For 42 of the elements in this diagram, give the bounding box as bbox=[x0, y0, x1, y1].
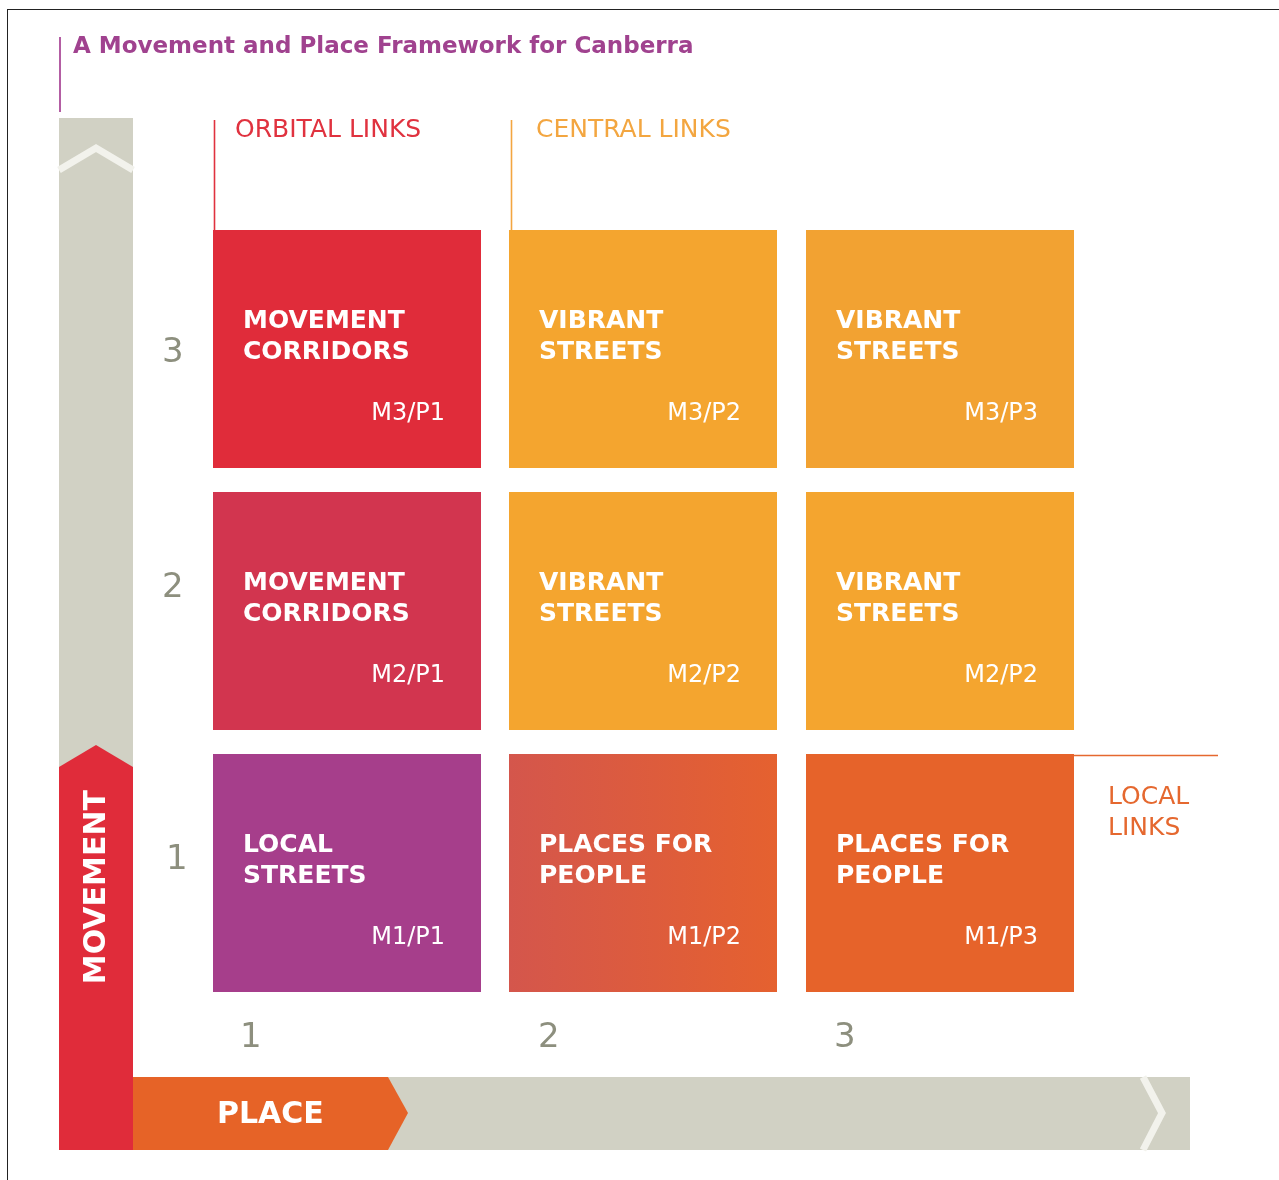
leader-line bbox=[1073, 754, 1219, 757]
street-type-tile bbox=[213, 492, 481, 730]
street-type-tile bbox=[806, 492, 1074, 730]
tile-title: LOCAL STREETS bbox=[243, 828, 368, 890]
street-type-tile bbox=[509, 230, 777, 468]
leader-line bbox=[213, 119, 216, 231]
street-type-tile bbox=[806, 230, 1074, 468]
street-type-tile bbox=[509, 754, 777, 992]
tile-title: PLACES FOR PEOPLE bbox=[836, 828, 1011, 890]
tile-code: M2/P2 bbox=[964, 660, 1038, 688]
tile-title: VIBRANT STREETS bbox=[836, 566, 962, 628]
tile-code: M2/P2 bbox=[667, 660, 741, 688]
axis-label: MOVEMENT bbox=[77, 790, 112, 985]
street-type-tile bbox=[213, 230, 481, 468]
axis-number: 1 bbox=[166, 837, 188, 877]
title: A Movement and Place Framework for Canberra bbox=[73, 32, 694, 58]
tile-code: M1/P3 bbox=[964, 922, 1038, 950]
axis-number: 2 bbox=[162, 565, 184, 605]
link-category-label: CENTRAL LINKS bbox=[536, 114, 731, 143]
tile-code: M3/P1 bbox=[371, 398, 445, 426]
tile-title: MOVEMENT CORRIDORS bbox=[243, 304, 411, 366]
street-type-tile bbox=[509, 492, 777, 730]
leader-line bbox=[510, 119, 513, 231]
tile-title: MOVEMENT CORRIDORS bbox=[243, 566, 411, 628]
tile-code: M1/P1 bbox=[371, 922, 445, 950]
tile-title: PLACES FOR PEOPLE bbox=[539, 828, 714, 890]
street-type-tile bbox=[213, 754, 481, 992]
tile-title: VIBRANT STREETS bbox=[836, 304, 962, 366]
axis-number: 1 bbox=[240, 1015, 262, 1055]
tile-title: VIBRANT STREETS bbox=[539, 566, 665, 628]
link-category-label: LOCAL LINKS bbox=[1108, 781, 1190, 841]
link-category-label: ORBITAL LINKS bbox=[235, 114, 422, 143]
tile-code: M3/P2 bbox=[667, 398, 741, 426]
tile-title: VIBRANT STREETS bbox=[539, 304, 665, 366]
tile-code: M1/P2 bbox=[667, 922, 741, 950]
axis-number: 3 bbox=[162, 330, 184, 370]
tile-code: M2/P1 bbox=[371, 660, 445, 688]
axis-label: PLACE bbox=[217, 1095, 324, 1130]
tile-code: M3/P3 bbox=[964, 398, 1038, 426]
axis-number: 2 bbox=[538, 1015, 560, 1055]
axis-number: 3 bbox=[834, 1015, 856, 1055]
street-type-tile bbox=[806, 754, 1074, 992]
